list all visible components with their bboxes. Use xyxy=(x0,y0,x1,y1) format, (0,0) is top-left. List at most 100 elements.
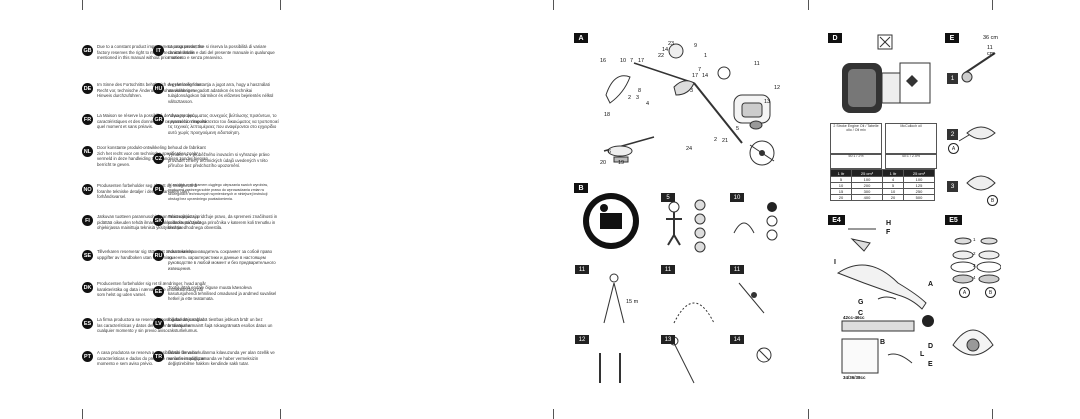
lang-text: Ingatavotājs saglabā tiesības jebkurā br… xyxy=(168,317,273,334)
lang-text: La firma productora se reserva la posibi… xyxy=(97,317,204,334)
lang-badge: RU xyxy=(153,250,164,261)
crop-mark xyxy=(553,0,554,10)
fuel-mix-table: 1 ltr 25 cm³ 1 ltr 25 cm³ 5 100 4 100 10… xyxy=(830,169,936,201)
crop-mark xyxy=(808,409,809,419)
part-label: H xyxy=(886,220,892,227)
panel-a-parts-diagram: A 23 9 1 14 22 16 10 7 17 11 7 17 14 12 … xyxy=(574,33,789,177)
oil-type-left-text: 2 Stroke Engine Oil / Tabelle olio / Oil… xyxy=(833,124,879,133)
table-cell: 400 xyxy=(850,194,883,201)
part-label: D xyxy=(928,343,934,350)
panel-b-safety-instructions: B 5 10 11 11 11 12 13 14 15 m xyxy=(574,183,789,393)
ratio-right: 40:1 / 2.5% xyxy=(885,153,937,169)
step-number: 3 xyxy=(947,181,958,192)
safety-illustrations xyxy=(583,193,778,384)
variant-marker: B xyxy=(987,195,998,206)
lang-text: Výrobce si v průběžného inovacím si vyhr… xyxy=(168,152,270,169)
head-assembly-illustration xyxy=(950,237,1001,356)
part-label: A xyxy=(928,281,934,288)
step-number: 2 xyxy=(947,129,958,140)
lang-badge: GR xyxy=(153,114,164,125)
lang-notice-ru: RU Компания-производитель сохраняет за со… xyxy=(153,249,279,271)
panel-e4-guard-assembly: E4 H F I A G C B D L E 42cc-46cc 34/36/3… xyxy=(828,215,938,393)
lang-badge: NO xyxy=(82,184,93,195)
panel-tag: E5 xyxy=(945,215,962,225)
lang-notice-ee: EE Tootja jätab endale õiguse muuta käeso… xyxy=(153,285,279,302)
trimmer-parts-illustration xyxy=(603,43,775,166)
panel-e-line-setup: E 36 cm 11 cm 1 2 3 A B xyxy=(945,33,1001,211)
part-callout: 7 xyxy=(698,67,702,73)
ratio-left: 50:1 / 2% xyxy=(830,153,882,169)
part-callout: 24 xyxy=(686,146,693,152)
lang-badge: DE xyxy=(82,83,93,94)
part-label: I xyxy=(834,259,836,266)
lang-badge: IT xyxy=(153,45,164,56)
lang-text: Компания-производитель сохраняет за собо… xyxy=(168,249,276,271)
column-header: 1 ltr xyxy=(830,169,852,177)
lang-text: La Maison se réserve la possibilité de c… xyxy=(97,113,207,130)
oil-type-left: 2 Stroke Engine Oil / Tabelle olio / Oil… xyxy=(830,123,882,155)
part-callout: 20 xyxy=(600,160,607,166)
panel-e5-head-assembly: E5 1 2 3 4 A B xyxy=(945,215,1001,393)
lang-badge: SE xyxy=(82,250,93,261)
table-cell: 20 xyxy=(881,194,904,201)
part-callout: 16 xyxy=(600,58,607,64)
panel-tag: A xyxy=(574,33,588,43)
panel-tag: E4 xyxy=(828,215,845,225)
part-label: B xyxy=(880,339,886,346)
table-cell: 20 xyxy=(830,194,852,201)
panel-tag: B xyxy=(574,183,588,193)
lang-badge: ES xyxy=(82,318,93,329)
lang-text: Im Sinne des Fortschritts behält sich de… xyxy=(97,82,202,99)
step-number: 1 xyxy=(947,73,958,84)
lang-badge: HU xyxy=(153,83,164,94)
crop-mark xyxy=(82,409,83,419)
part-callout: 17 xyxy=(692,73,699,79)
step-number: 14 xyxy=(730,335,744,344)
lang-text: Door konstante produkt-ontwikkeling beho… xyxy=(97,145,208,167)
lang-notice-de: DE Im Sinne des Fortschritts behält sich … xyxy=(82,82,208,99)
part-callout: 11 xyxy=(754,61,760,67)
part-callout: 7 xyxy=(630,58,634,64)
part-label: 3 xyxy=(973,263,976,268)
part-label: C xyxy=(858,310,864,317)
step-number: 10 xyxy=(730,193,744,202)
lang-text: Prostvojajúc si pridržuje pravo, da spre… xyxy=(168,214,278,231)
part-callout: 17 xyxy=(638,58,645,64)
table-cell: 500 xyxy=(902,194,936,201)
part-callout: 12 xyxy=(774,85,781,91)
lang-badge: SK xyxy=(153,215,164,226)
crop-mark xyxy=(280,0,281,10)
crop-mark xyxy=(553,409,554,419)
part-callout: 13 xyxy=(764,99,771,105)
panel-tag: D xyxy=(828,33,842,43)
part-callout: 5 xyxy=(736,126,740,132)
crop-mark xyxy=(992,409,993,419)
variant-marker: A xyxy=(959,287,970,298)
crop-mark xyxy=(808,0,809,10)
lang-badge: FI xyxy=(82,215,93,226)
lang-text: Tootja jätab endale õiguse muuta käesole… xyxy=(168,285,277,302)
part-label: 1 xyxy=(973,237,976,242)
part-label: G xyxy=(858,299,864,306)
variant-marker: A xyxy=(948,143,959,154)
ratio-right-text: 40:1 / 2.5% xyxy=(901,154,921,158)
dimension-label: 36 cm xyxy=(983,35,998,41)
dimension-label: 11 cm xyxy=(987,45,995,57)
column-header: 25 cm³ xyxy=(850,169,883,177)
part-callout: 23 xyxy=(668,41,675,47)
line-setup-illustration xyxy=(958,52,996,191)
lang-badge: PL xyxy=(153,184,164,195)
distance-label: 15 m xyxy=(626,299,639,305)
column-header: 25 cm³ xyxy=(902,169,936,177)
lang-text: Due to a constant product improvement pr… xyxy=(97,44,204,61)
lang-badge: EE xyxy=(153,286,164,297)
part-callout: 3 xyxy=(690,88,694,94)
table-header-row: 1 ltr 25 cm³ 1 ltr 25 cm³ xyxy=(830,169,936,177)
